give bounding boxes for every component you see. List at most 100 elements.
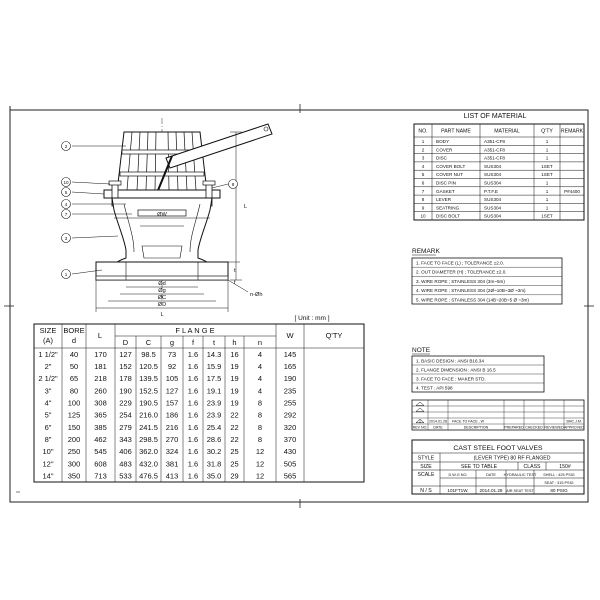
dimension-cell: 343	[119, 435, 132, 444]
class-value: 150#	[559, 464, 571, 470]
dimension-cell: 98.5	[141, 350, 156, 359]
dimension-cell: 350	[68, 472, 81, 481]
mat-hdr-qty: Q'TY	[541, 129, 553, 135]
svg-text:g: g	[170, 338, 174, 347]
dimension-cell: 8	[258, 435, 262, 444]
dimension-cell: 152	[119, 362, 132, 371]
svg-text:STYLE: STYLE	[418, 456, 435, 462]
dimension-cell: 362.0	[139, 447, 158, 456]
svg-text:(A): (A)	[43, 336, 54, 345]
valve-body	[109, 197, 215, 271]
svg-text:CHECKED: CHECKED	[525, 426, 543, 430]
material-cell: SUS304	[484, 205, 502, 210]
dim-t: t	[234, 268, 236, 274]
material-cell: P.T.F.E	[484, 189, 498, 194]
dimension-cell: 40	[70, 350, 78, 359]
dim-c: ØC	[158, 295, 166, 301]
balloon-8: 8	[228, 179, 238, 189]
dimension-cell: 22	[230, 423, 238, 432]
material-cell: SUS304	[484, 172, 502, 177]
material-cell: 1	[546, 147, 549, 152]
dimension-cell: 279	[119, 423, 132, 432]
svg-text:d: d	[72, 336, 76, 345]
remark-item: 3. WIRE ROPE ; STAINLESS 304 (3m~5m)	[416, 279, 505, 284]
dimension-cell: 22	[230, 435, 238, 444]
dim-f: f	[234, 280, 236, 286]
balloon-1: 1	[61, 269, 71, 279]
balloon-3: 3	[61, 233, 71, 243]
dimension-cell: 139.5	[139, 374, 158, 383]
dimension-cell: 73	[168, 350, 176, 359]
rev-approved: SMC.J.M.	[566, 419, 582, 423]
dimension-cell: 127	[119, 350, 132, 359]
svg-text:APPROVED: APPROVED	[564, 426, 584, 430]
dim-d: Ød	[158, 281, 165, 287]
dim-D: ØD	[158, 302, 166, 308]
material-cell: 1SET	[541, 214, 553, 219]
dimension-cell: 170	[94, 350, 107, 359]
dimension-cell: 235	[284, 386, 297, 395]
material-list-title: LIST OF MATERIAL	[464, 113, 527, 120]
dimension-cell: 365	[94, 411, 107, 420]
note-item: 2. FLANGE DIMENSION : ANSI B 16.5	[416, 368, 496, 373]
dimension-cell: 300	[68, 459, 81, 468]
dimension-cell: 1.6	[188, 398, 198, 407]
dimension-cell: 3"	[45, 386, 52, 395]
dimension-cell: 370	[284, 435, 297, 444]
dimension-cell: 1.6	[188, 386, 198, 395]
strainer-cover	[116, 131, 208, 193]
material-cell: 1	[546, 139, 549, 144]
material-cell: 1	[546, 197, 549, 202]
dimension-cell: 178	[119, 374, 132, 383]
dimension-cell: 1.6	[188, 423, 198, 432]
dimension-cell: 260	[94, 386, 107, 395]
dimension-cell: 22	[230, 411, 238, 420]
material-cell: COVER BOLT	[436, 164, 465, 169]
material-cell: 4	[422, 164, 425, 169]
svg-text:REV NO.: REV NO.	[413, 426, 428, 430]
svg-text:C: C	[146, 338, 152, 347]
dimension-cell: 12	[256, 459, 264, 468]
dimension-cell: 12	[256, 472, 264, 481]
dim-L-side: L	[244, 204, 247, 210]
svg-text:SHELL : 425 PSIG: SHELL : 425 PSIG	[543, 473, 575, 477]
balloon-10: 10	[61, 177, 71, 187]
dimension-cell: 186	[166, 411, 179, 420]
svg-text:f: f	[192, 338, 195, 347]
mat-hdr-remark: REMARK	[561, 129, 584, 135]
dimension-cell: 218	[94, 374, 107, 383]
dimension-cell: 19	[230, 362, 238, 371]
svg-text:n: n	[258, 338, 262, 347]
dimension-cell: 181	[94, 362, 107, 371]
size-value: SEE TO TABLE	[461, 464, 498, 470]
material-cell: 8	[422, 197, 425, 202]
dimension-cell: 8	[258, 398, 262, 407]
svg-text:N / S: N / S	[420, 488, 432, 494]
dimension-cell: 505	[284, 459, 297, 468]
dim-L-bottom: L	[160, 312, 163, 318]
dimension-cell: 292	[284, 411, 297, 420]
dimension-cell: 320	[284, 423, 297, 432]
mat-hdr-no: NO.	[418, 129, 427, 135]
material-cell: SUS304	[484, 181, 502, 186]
dimension-cell: 50	[70, 362, 78, 371]
dimension-cell: 14.3	[207, 350, 222, 359]
dimension-cell: 200	[68, 435, 81, 444]
dimension-cell: 25.4	[207, 423, 222, 432]
dimension-cell: 1.6	[188, 435, 198, 444]
dimension-cell: 713	[94, 472, 107, 481]
dimension-cell: 14"	[42, 472, 53, 481]
dimension-cell: 145	[284, 350, 297, 359]
dim-w: ØW	[157, 212, 167, 218]
remark-item: 2. OUT DIAMETER (H) ; TOLERANCE ±2.0.	[416, 270, 507, 275]
dimension-cell: 125	[68, 411, 81, 420]
